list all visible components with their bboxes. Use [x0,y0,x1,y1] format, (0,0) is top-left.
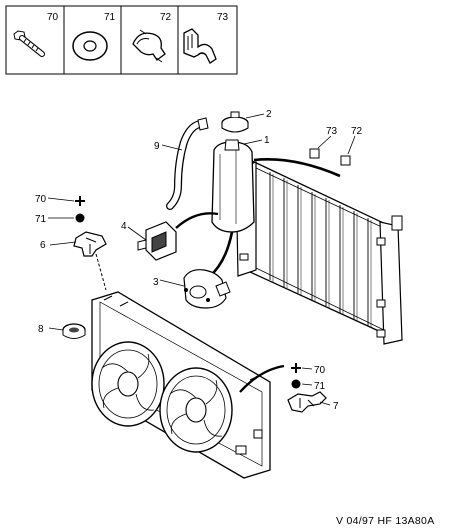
callout-71-left: 71 [35,214,47,225]
callout-6: 6 [40,240,46,251]
thermostat-housing [183,269,231,309]
screw-symbol-right [291,363,301,373]
callout-7: 7 [333,401,339,412]
legend-cell-71: 71 [72,12,116,61]
clip-marker-73 [309,148,320,159]
mounting-bracket-right [287,391,327,413]
callout-2: 2 [266,109,272,120]
rubber-grommet [62,323,86,339]
legend-cell-70: 70 [13,12,59,57]
legend-cell-72: 72 [132,12,172,63]
callout-3: 3 [153,277,159,288]
callout-4: 4 [121,221,127,232]
legend-number: 71 [104,12,116,23]
bracket-clip-icon [183,28,217,64]
drawing-reference: V 04/97 HF 13A80A [336,515,435,527]
leader-lines [47,113,356,406]
callout-70-right: 70 [314,365,326,376]
radiator [235,158,403,345]
legend-number: 70 [47,12,59,23]
parts-legend-table: 70 71 72 73 [5,5,238,75]
fan-cowl [91,291,285,479]
clip-marker-72 [340,155,351,166]
callout-8: 8 [38,324,44,335]
callout-71-right: 71 [314,381,326,392]
mounting-bracket-left [73,231,107,291]
fan-right [159,367,233,453]
screw-icon [13,30,45,57]
callout-9: 9 [154,141,160,152]
fan-left [91,341,165,427]
washer-symbol-left [75,213,85,223]
callout-72: 72 [351,126,363,137]
legend-cell-73: 73 [183,12,229,64]
callout-73: 73 [326,126,338,137]
screw-symbol-left [75,196,85,206]
coolant-hose [166,117,209,210]
washer-symbol-right [291,379,301,389]
legend-number: 73 [217,12,229,23]
filler-cap [221,111,249,133]
callout-70-left: 70 [35,194,47,205]
callout-1: 1 [264,135,270,146]
washer-icon [72,31,108,61]
temperature-switch [137,212,219,261]
clip-icon [132,29,166,63]
legend-number: 72 [160,12,172,23]
